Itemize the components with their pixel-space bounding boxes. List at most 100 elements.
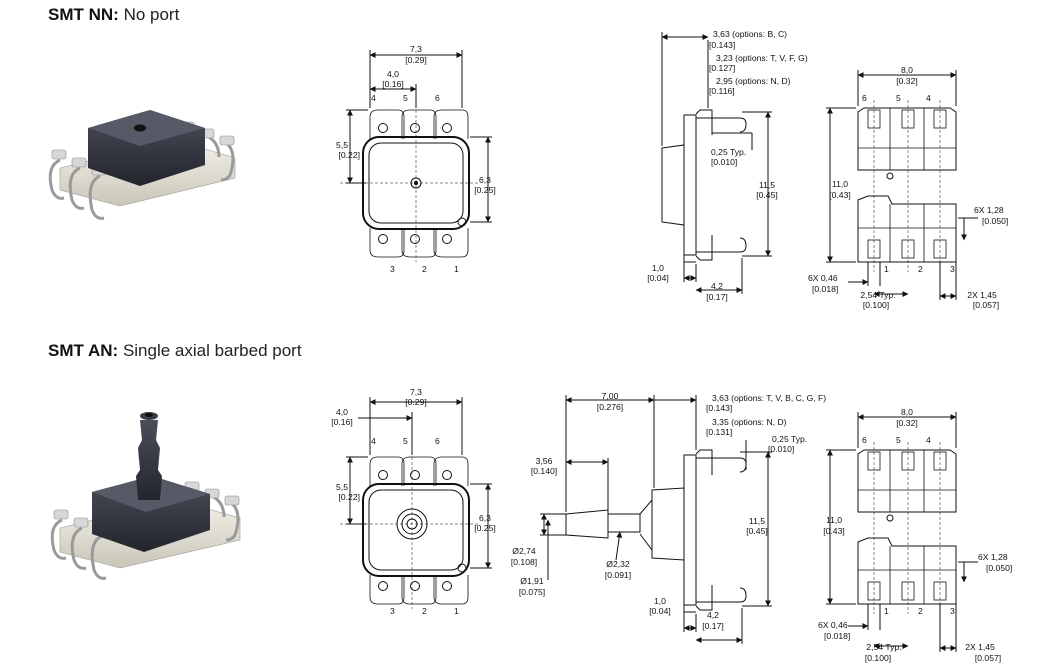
pin-label: 6 (862, 435, 867, 445)
dim-port-length-in: [0.276] (597, 402, 623, 412)
dim-diameter-outer-in: [0.108] (511, 557, 537, 567)
pin-label: 2 (918, 606, 923, 616)
pin-label: 2 (422, 606, 427, 616)
dim-height-right: 6,3 (479, 513, 491, 523)
side-view-smt-nn (661, 109, 747, 263)
dim-width-in: [0.32] (896, 76, 918, 86)
dim-height: 11,5 (749, 516, 765, 526)
dim-pin-span-in: [0.16] (382, 79, 404, 89)
dim-pad-width-in: [0.050] (982, 216, 1008, 226)
dim-height-in: [0.45] (756, 190, 778, 200)
dim-height-right: 6,3 (479, 175, 491, 185)
dim-offset-c: 3,35 (options: N, D) (712, 417, 787, 427)
dim-offset-a: 3,63 (options: T, V, B, C, G, F) (712, 393, 826, 403)
pin-label: 4 (926, 93, 931, 103)
dim-offset-c: 2,95 (options: N, D) (716, 76, 791, 86)
dim-width-in: [0.17] (702, 621, 724, 631)
dim-foot-in: [0.04] (649, 606, 671, 616)
dim-pin-span: 4,0 (387, 69, 399, 79)
dim-pad-width: 6X 1,28 (978, 552, 1008, 562)
dim-offset-c-in: [0.116] (709, 86, 735, 96)
dim-foot-in: [0.04] (647, 273, 669, 283)
dim-pin-span: 4,0 (336, 407, 348, 417)
dim-pin-pitch-in: [0.100] (863, 300, 889, 310)
dim-height: 11,0 (826, 515, 842, 525)
pin-label: 1 (884, 606, 889, 616)
top-view-smt-nn (340, 109, 478, 262)
dim-offset-c-in: [0.131] (706, 427, 732, 437)
dim-pin-width: 6X 0,46 (808, 273, 838, 283)
pin-label: 4 (371, 436, 376, 446)
dim-height-in: [0.45] (746, 526, 768, 536)
top-view-smt-an (340, 456, 478, 609)
dim-height-left-in: [0.22] (338, 150, 360, 160)
section-title-smt-an: SMT AN: Single axial barbed port (48, 341, 302, 361)
dim-pin-pitch: 2,54 Typ. (860, 290, 895, 300)
section-code: SMT NN: (48, 5, 119, 24)
side-view-smt-an (565, 449, 747, 613)
pin-label: 1 (454, 606, 459, 616)
dim-height-in: [0.43] (823, 526, 845, 536)
pin-label: 4 (926, 435, 931, 445)
section-code: SMT AN: (48, 341, 119, 360)
dim-width: 8,0 (901, 407, 913, 417)
dim-thickness: 0,25 Typ. (711, 147, 746, 157)
dim-pin-width-in: [0.018] (812, 284, 838, 294)
dim-width: 4,2 (711, 281, 723, 291)
dim-pad-width: 6X 1,28 (974, 205, 1004, 215)
pin-label: 5 (403, 436, 408, 446)
dim-diameter-outer: Ø2,74 (512, 546, 536, 556)
dim-diameter-inner-in: [0.075] (519, 587, 545, 597)
dim-height-right-in: [0.25] (474, 523, 496, 533)
dim-offset-b: 3,23 (options: T, V, F, G) (716, 53, 808, 63)
pin-label: 4 (371, 93, 376, 103)
dim-edge: 2X 1,45 (965, 642, 995, 652)
pin-label: 5 (403, 93, 408, 103)
dim-pin-span-in: [0.16] (331, 417, 353, 427)
dim-height-left: 5,5 (336, 482, 348, 492)
pin-label: 1 (884, 264, 889, 274)
dim-pin-pitch-in: [0.100] (865, 653, 891, 663)
product-photo-smt-an (50, 412, 241, 580)
pin-label: 2 (422, 264, 427, 274)
dim-height: 11,0 (832, 179, 848, 189)
dim-thickness-in: [0.010] (711, 157, 737, 167)
dim-barb: 3,56 (536, 456, 553, 466)
dim-height-right-in: [0.25] (474, 185, 496, 195)
dim-height-in: [0.43] (829, 190, 851, 200)
bottom-view-smt-nn (857, 100, 957, 272)
pin-label: 3 (390, 606, 395, 616)
pin-label: 5 (896, 93, 901, 103)
dim-width-total-in: [0.29] (405, 55, 427, 65)
dim-offset-a-in: [0.143] (706, 403, 732, 413)
section-description: Single axial barbed port (122, 341, 302, 360)
pin-label: 3 (950, 606, 955, 616)
pin-label: 2 (918, 264, 923, 274)
dim-pin-width: 6X 0,46 (818, 620, 848, 630)
dim-foot: 1,0 (652, 263, 664, 273)
bottom-view-smt-an (857, 442, 957, 614)
dim-width-total: 7,3 (410, 44, 422, 54)
dim-edge-in: [0.057] (975, 653, 1001, 663)
pin-label: 6 (435, 93, 440, 103)
dim-offset-b-in: [0.127] (709, 63, 735, 73)
dim-diameter-inner: Ø1,91 (520, 576, 544, 586)
pin-label: 3 (950, 264, 955, 274)
dim-height: 11,5 (759, 180, 775, 190)
dim-width: 8,0 (901, 65, 913, 75)
dim-offset-a-in: [0.143] (709, 40, 735, 50)
pin-label: 6 (862, 93, 867, 103)
dim-width-total: 7,3 (410, 387, 422, 397)
dim-thickness-in: [0.010] (768, 444, 794, 454)
dim-port-length: 7,00 (602, 391, 619, 401)
dim-foot: 1,0 (654, 596, 666, 606)
dim-width: 4,2 (707, 610, 719, 620)
dim-width-in: [0.17] (706, 292, 728, 302)
product-photo-smt-nn (48, 110, 236, 220)
dim-width-total-in: [0.29] (405, 397, 427, 407)
dim-diameter-mid: Ø2,32 (606, 559, 630, 569)
dim-edge: 2X 1,45 (967, 290, 997, 300)
dim-width-in: [0.32] (896, 418, 918, 428)
pin-label: 5 (896, 435, 901, 445)
